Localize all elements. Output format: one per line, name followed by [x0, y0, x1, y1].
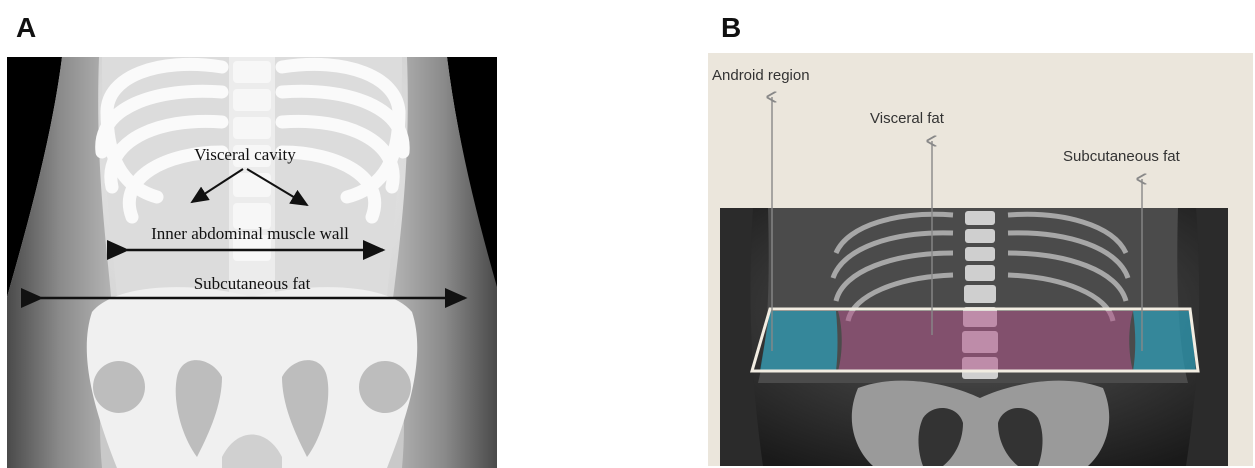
- panel-b-dxa-scan: Android region Visceral fat Subcutaneous…: [708, 53, 1253, 466]
- label-android-region: Android region: [712, 67, 810, 84]
- label-visceral-fat: Visceral fat: [870, 110, 945, 127]
- label-visceral-cavity: Visceral cavity: [194, 145, 296, 164]
- label-subcutaneous-fat-b: Subcutaneous fat: [1063, 148, 1181, 165]
- panel-a-abdominal-schematic: Visceral cavity Inner abdominal muscle w…: [7, 57, 497, 468]
- label-inner-abdominal-muscle-wall: Inner abdominal muscle wall: [151, 224, 349, 243]
- label-subcutaneous-fat-a: Subcutaneous fat: [194, 274, 311, 293]
- visceral-fat-overlay: [838, 311, 1133, 371]
- panel-label-a: A: [16, 12, 36, 44]
- panel-label-b: B: [721, 12, 741, 44]
